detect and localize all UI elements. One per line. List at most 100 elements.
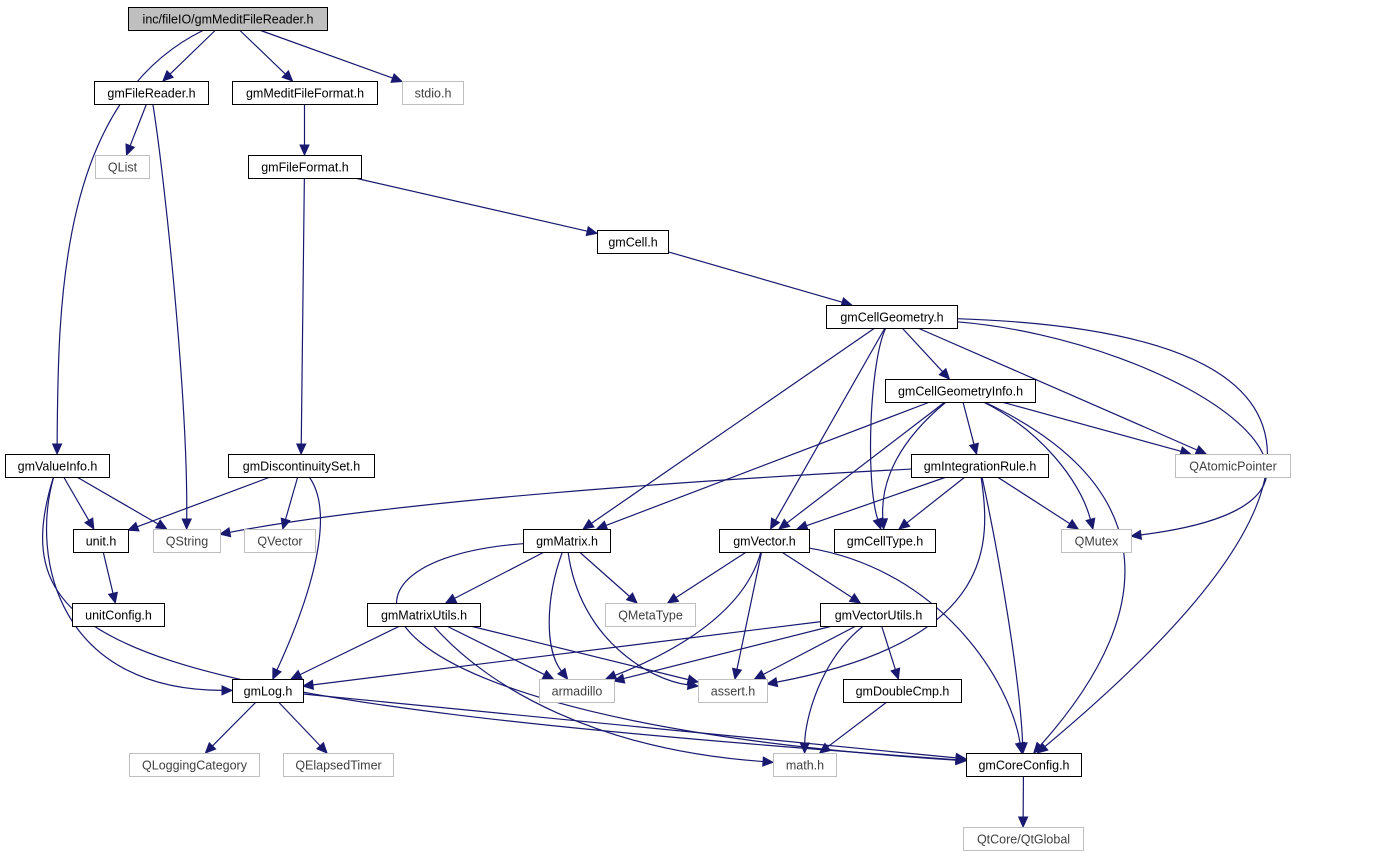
node-label-qlist: QList <box>108 161 138 175</box>
edge-vector-to-coreconfig <box>808 547 1021 744</box>
arrowhead-vector-to-vectorutils <box>848 592 862 604</box>
node-box-vectorutils[interactable] <box>820 603 937 627</box>
node-box-qmutex <box>1061 529 1132 553</box>
node-box-fileformat[interactable] <box>248 155 362 179</box>
node-box-stdio <box>402 81 464 105</box>
arrowhead-cellgeominfo-to-celltype <box>877 518 889 531</box>
node-box-cell[interactable] <box>597 230 669 254</box>
arrowhead-meditformat-to-fileformat <box>299 144 310 157</box>
edge-filereader-to-qlist <box>129 103 148 146</box>
node-box-celltype[interactable] <box>834 529 936 553</box>
node-box-cellgeominfo[interactable] <box>885 379 1036 403</box>
edge-cell-to-cellgeom <box>667 251 843 303</box>
arrowhead-root-to-stdio <box>390 72 404 83</box>
edge-cellgeominfo-to-matrix <box>605 401 931 526</box>
arrowhead-valueinfo-to-log <box>221 685 234 696</box>
node-box-unitconfig[interactable] <box>72 603 165 627</box>
node-label-qmutex: QMutex <box>1075 535 1120 549</box>
edge-vector-to-assert <box>736 551 763 670</box>
node-qtglobal: QtCore/QtGlobal <box>963 827 1084 851</box>
node-label-coreconfig: gmCoreConfig.h <box>978 759 1069 773</box>
node-box-doublecmp[interactable] <box>843 679 962 703</box>
node-box-qvector <box>244 529 316 553</box>
node-log[interactable]: gmLog.h <box>232 679 304 703</box>
arrowhead-matrix-to-matrixutils <box>444 593 458 604</box>
node-box-vector[interactable] <box>719 529 810 553</box>
node-box-valueinfo[interactable] <box>5 454 110 478</box>
node-box-qatomic <box>1175 454 1291 478</box>
node-box-cellgeom[interactable] <box>826 305 958 329</box>
node-label-cellgeom: gmCellGeometry.h <box>840 311 943 325</box>
edge-vector-to-armadillo <box>614 551 762 676</box>
node-valueinfo[interactable]: gmValueInfo.h <box>5 454 110 478</box>
node-matrixutils[interactable]: gmMatrixUtils.h <box>367 603 481 627</box>
node-celltype[interactable]: gmCellType.h <box>834 529 936 553</box>
arrowhead-matrixutils-to-log <box>290 669 303 680</box>
node-qelapsed: QElapsedTimer <box>283 753 394 777</box>
node-unit[interactable]: unit.h <box>73 529 129 553</box>
edge-intrule-to-qmutex <box>997 476 1071 525</box>
node-unitconfig[interactable]: unitConfig.h <box>72 603 165 627</box>
node-cell[interactable]: gmCell.h <box>597 230 669 254</box>
node-coreconfig[interactable]: gmCoreConfig.h <box>966 753 1082 777</box>
node-assert: assert.h <box>698 679 768 703</box>
node-filereader[interactable]: gmFileReader.h <box>94 81 209 105</box>
node-label-armadillo: armadillo <box>552 685 603 699</box>
node-box-intrule[interactable] <box>911 454 1049 478</box>
node-box-root[interactable] <box>128 7 328 31</box>
edge-cellgeom-to-qmutex <box>956 321 1268 536</box>
node-qvector: QVector <box>244 529 316 553</box>
node-box-log[interactable] <box>232 679 304 703</box>
arrowhead-root-to-valueinfo <box>51 443 63 456</box>
node-cellgeominfo[interactable]: gmCellGeometryInfo.h <box>885 379 1036 403</box>
arrowhead-matrixutils-to-assert <box>686 674 700 685</box>
arrowhead-intrule-to-qmutex <box>1066 518 1080 530</box>
node-label-matrixutils: gmMatrixUtils.h <box>381 609 467 623</box>
node-discset[interactable]: gmDiscontinuitySet.h <box>228 454 375 478</box>
node-matrix[interactable]: gmMatrix.h <box>523 529 611 553</box>
node-cellgeom[interactable]: gmCellGeometry.h <box>826 305 958 329</box>
node-box-qtglobal <box>963 827 1084 851</box>
arrowhead-log-to-qelapsed <box>315 741 328 754</box>
node-fileformat[interactable]: gmFileFormat.h <box>248 155 362 179</box>
arrowhead-cellgeom-to-qatomic <box>1194 444 1208 455</box>
node-box-qelapsed <box>283 753 394 777</box>
node-box-unit[interactable] <box>73 529 129 553</box>
edge-unit-to-unitconfig <box>102 551 114 594</box>
node-label-valueinfo: gmValueInfo.h <box>18 460 98 474</box>
node-vectorutils[interactable]: gmVectorUtils.h <box>820 603 937 627</box>
edge-valueinfo-to-log <box>45 476 223 691</box>
node-root[interactable]: inc/fileIO/gmMeditFileReader.h <box>128 7 328 31</box>
dependency-nodes: inc/fileIO/gmMeditFileReader.h gmFileRead… <box>5 7 1291 851</box>
node-qlogcat: QLoggingCategory <box>129 753 260 777</box>
dependency-edges <box>42 29 1269 829</box>
arrowhead-root-to-meditformat <box>281 69 294 82</box>
edge-intrule-to-vector <box>806 476 947 527</box>
node-label-matrix: gmMatrix.h <box>536 535 598 549</box>
node-box-meditformat[interactable] <box>232 81 378 105</box>
node-box-discset[interactable] <box>228 454 375 478</box>
node-qlist: QList <box>95 155 150 179</box>
edge-cellgeom-to-qatomic <box>917 327 1198 451</box>
node-qmutex: QMutex <box>1061 529 1132 553</box>
node-intrule[interactable]: gmIntegrationRule.h <box>911 454 1049 478</box>
arrowhead-cellgeom-to-qmutex <box>1129 529 1143 541</box>
arrowhead-fileformat-to-discset <box>295 443 307 456</box>
edge-matrixutils-to-assert <box>470 625 689 681</box>
node-box-matrixutils[interactable] <box>367 603 481 627</box>
edge-discset-to-log <box>276 476 322 671</box>
edge-matrixutils-to-armadillo <box>446 625 545 676</box>
node-vector[interactable]: gmVector.h <box>719 529 810 553</box>
node-box-coreconfig[interactable] <box>966 753 1082 777</box>
node-doublecmp[interactable]: gmDoubleCmp.h <box>843 679 962 703</box>
node-label-unit: unit.h <box>86 535 117 549</box>
edge-cellgeominfo-to-qatomic <box>1001 401 1182 452</box>
edge-matrix-to-armadillo <box>548 551 563 672</box>
node-box-filereader[interactable] <box>94 81 209 105</box>
arrowhead-vector-to-qmetatype <box>666 592 680 604</box>
edge-matrix-to-coreconfig <box>396 543 957 761</box>
edge-doublecmp-to-math <box>827 701 888 748</box>
node-meditformat[interactable]: gmMeditFileFormat.h <box>232 81 378 105</box>
node-box-matrix[interactable] <box>523 529 611 553</box>
node-label-qatomic: QAtomicPointer <box>1189 460 1277 474</box>
